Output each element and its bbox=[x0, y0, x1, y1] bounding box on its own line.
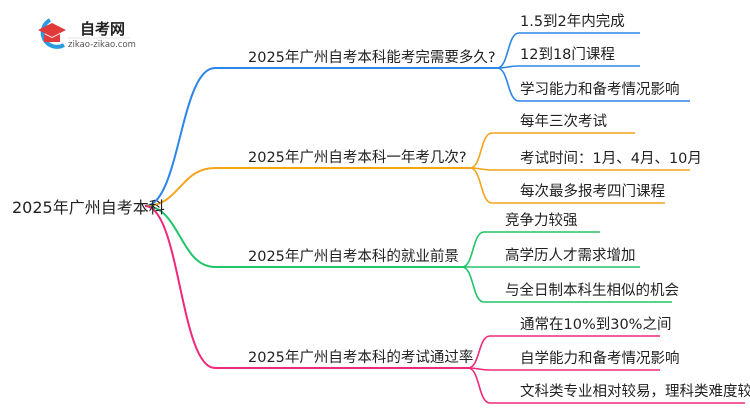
child-node: 竞争力较强 bbox=[505, 211, 578, 229]
child-node: 12到18门课程 bbox=[520, 46, 615, 63]
branch-edge bbox=[144, 205, 462, 268]
child-node: 学习能力和备考情况影响 bbox=[520, 81, 680, 98]
child-edge bbox=[496, 65, 640, 69]
child-edge bbox=[467, 367, 660, 371]
child-edge bbox=[469, 167, 690, 171]
child-node: 自学能力和备考情况影响 bbox=[520, 350, 680, 367]
child-node: 通常在10%到30%之间 bbox=[520, 316, 671, 333]
child-edge bbox=[467, 335, 660, 369]
branch-edge bbox=[144, 167, 470, 207]
child-node: 与全日制本科生相似的机会 bbox=[505, 281, 679, 299]
graduation-cap-icon bbox=[38, 23, 66, 37]
branch-edge bbox=[144, 205, 468, 369]
child-edge bbox=[469, 167, 665, 204]
logo-name: 自考网 bbox=[80, 20, 125, 38]
logo: 自考网 zikao-zikao.com bbox=[38, 18, 136, 50]
branch-node: 2025年广州自考本科的考试通过率 bbox=[248, 349, 473, 366]
child-node: 考试时间：1月、4月、10月 bbox=[520, 150, 702, 167]
child-node: 高学历人才需求增加 bbox=[505, 247, 636, 264]
branch-node: 2025年广州自考本科的就业前景 bbox=[248, 248, 459, 265]
child-node: 每年三次考试 bbox=[520, 113, 607, 130]
child-edge bbox=[461, 266, 672, 303]
child-edge bbox=[496, 32, 640, 69]
child-node: 每次最多报考四门课程 bbox=[520, 183, 665, 200]
branch-node: 2025年广州自考本科能考完需要多久? bbox=[248, 49, 496, 66]
branch-node: 2025年广州自考本科一年考几次? bbox=[248, 149, 467, 166]
child-edge bbox=[467, 367, 745, 404]
child-edge bbox=[469, 132, 635, 169]
logo-domain: zikao-zikao.com bbox=[68, 40, 136, 50]
root-node: 2025年广州自考本科 bbox=[12, 198, 165, 217]
branch-edge bbox=[144, 67, 497, 207]
child-edge bbox=[461, 231, 600, 268]
child-node: 文科类专业相对较易，理科类难度较高 bbox=[520, 382, 750, 400]
child-node: 1.5到2年内完成 bbox=[520, 13, 625, 30]
child-edge bbox=[496, 67, 690, 102]
